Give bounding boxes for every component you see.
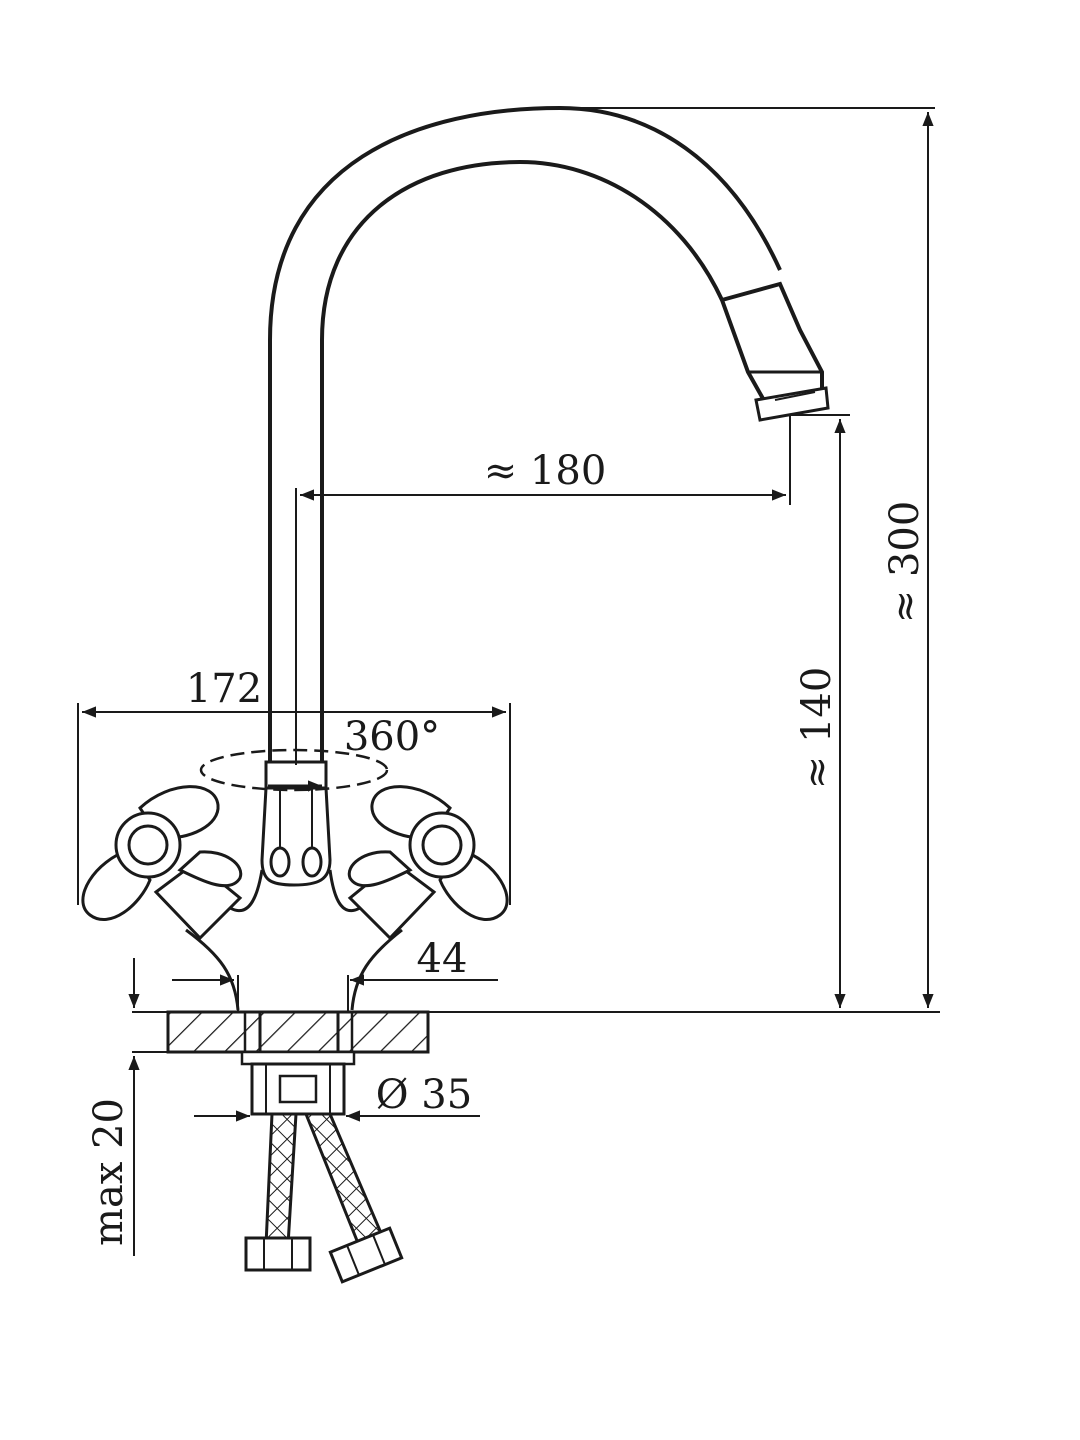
right-handle: [347, 785, 509, 941]
left-handle: [81, 785, 243, 941]
spout: [268, 105, 830, 765]
dim-hole-diameter: Ø 35: [376, 1072, 472, 1118]
right-hose-nut: [328, 1226, 404, 1284]
dim-rotation: 360°: [344, 714, 440, 760]
mounting-nut: [250, 1062, 346, 1116]
countertop-section: [132, 1010, 940, 1066]
dim-height-total: ≈ 300: [882, 501, 928, 624]
dim-spout-reach: ≈ 180: [484, 448, 607, 494]
dim-spout-height: ≈ 140: [794, 667, 840, 790]
dim-body-width: 172: [186, 666, 262, 712]
left-hose-nut: [244, 1236, 312, 1272]
aerator: [719, 281, 830, 422]
faucet-body: [185, 760, 403, 1011]
rotation-indicator: [199, 748, 389, 792]
dimension-lines: [77, 107, 935, 1256]
dim-max-thickness: max 20: [86, 1098, 132, 1246]
supply-hoses: [244, 1112, 404, 1284]
dim-base-width: 44: [417, 936, 468, 982]
